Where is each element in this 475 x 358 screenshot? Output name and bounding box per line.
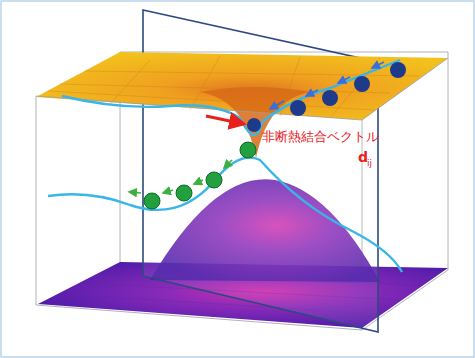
vector-symbol: d [358, 150, 368, 164]
vector-subscript: ij [367, 159, 372, 168]
vector-label: 非断熱結合ベクトル [262, 130, 379, 143]
